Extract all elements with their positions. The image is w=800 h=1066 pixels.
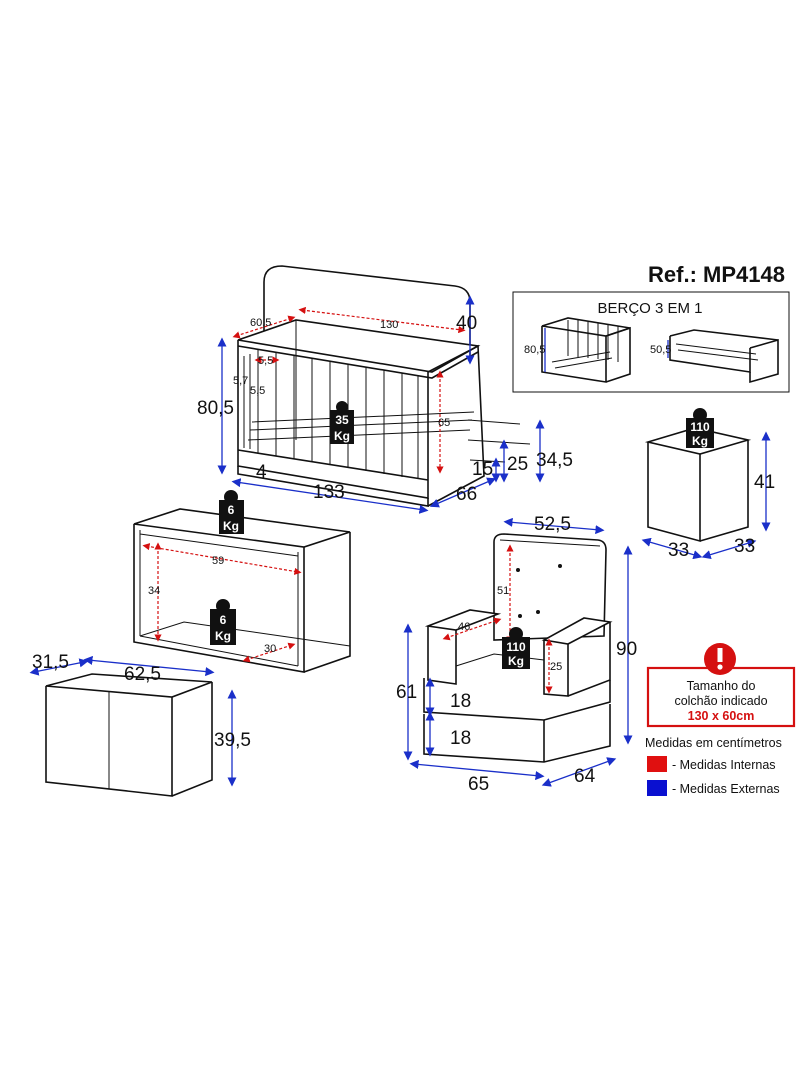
- legend-internal: - Medidas Internas: [672, 758, 776, 772]
- nightstand-width: 33: [668, 540, 689, 561]
- crib-h1: 34,5: [536, 450, 573, 471]
- svg-text:6: 6: [228, 503, 235, 517]
- armchair-seat-height: 61: [396, 682, 417, 703]
- cabinet-drawing: 31,5 62,5 39,5: [29, 652, 251, 797]
- inset-right-dim: 50,5: [650, 344, 671, 356]
- crib-top-length: 130: [380, 319, 398, 331]
- cabinet-depth: 31,5: [32, 652, 69, 673]
- notice-line1: Tamanho do: [687, 679, 756, 693]
- legend-title: Medidas em centímetros: [645, 736, 782, 750]
- nightstand-weight-badge: 110 Kg: [686, 408, 714, 448]
- armchair-top-width: 52,5: [534, 514, 571, 535]
- inset-3in1: BERÇO 3 EM 1 80,5 50,5: [512, 291, 790, 393]
- shelf-drawing: 59 34 30 6 Kg 6 Kg: [133, 490, 351, 673]
- nightstand-depth: 33: [734, 536, 755, 557]
- shelf-inner-depth: 30: [264, 643, 276, 655]
- svg-text:35: 35: [335, 413, 349, 427]
- mattress-notice: Tamanho do colchão indicado 130 x 60cm: [646, 643, 796, 728]
- armchair-cushion1: 18: [450, 691, 471, 712]
- armchair-cushion2: 18: [450, 728, 471, 749]
- legend-swatch-external: [647, 780, 667, 796]
- crib-headboard: 40: [456, 313, 477, 334]
- crib-width: 133: [313, 482, 345, 503]
- svg-text:Kg: Kg: [692, 434, 708, 448]
- shelf-inner-weight-badge: 6 Kg: [210, 599, 236, 645]
- crib-slat2: 5,7: [233, 375, 248, 387]
- armchair-arm-height: 25: [550, 661, 562, 673]
- crib-dimensions: 80,5 133 66 130 60,5 40 65 34,5 25 15 4 …: [197, 295, 573, 514]
- legend-external: - Medidas Externas: [672, 782, 780, 796]
- armchair-back-height: 51: [497, 585, 509, 597]
- shelf-inner-width: 59: [212, 555, 224, 567]
- armchair-weight-badge: 110 Kg: [502, 627, 530, 669]
- crib-h2: 25: [507, 454, 528, 475]
- crib-h3: 15: [472, 459, 493, 480]
- cabinet-width: 62,5: [124, 664, 161, 685]
- nightstand-drawing: 41 33 33 110 Kg: [641, 408, 775, 561]
- notice-line3: 130 x 60cm: [688, 709, 755, 723]
- shelf-top-weight-badge: 6 Kg: [219, 490, 244, 534]
- legend-swatch-internal: [647, 756, 667, 772]
- nightstand-height: 41: [754, 472, 775, 493]
- svg-text:110: 110: [690, 420, 710, 434]
- svg-text:Kg: Kg: [223, 519, 239, 533]
- crib-top-depth: 60,5: [250, 317, 271, 329]
- crib-slat1: 5,5: [258, 355, 273, 367]
- armchair-depth: 64: [574, 766, 596, 787]
- armchair-dimensions: 52,5 90 61 51 46 25 18 18 65 64 110 Kg: [396, 514, 637, 795]
- notice-line2: colchão indicado: [674, 694, 767, 708]
- crib-height: 80,5: [197, 398, 234, 419]
- crib-slats: [243, 349, 419, 479]
- svg-text:Kg: Kg: [215, 629, 231, 643]
- armchair-seat-depth: 46: [458, 621, 470, 633]
- armchair-total-height: 90: [616, 639, 637, 660]
- inset-title: BERÇO 3 EM 1: [597, 300, 702, 317]
- crib-inner-height: 65: [438, 417, 450, 429]
- svg-text:6: 6: [220, 613, 227, 627]
- crib-slat3: 5,5: [250, 385, 265, 397]
- crib-base: 4: [256, 462, 267, 483]
- reference-label: Ref.: MP4148: [648, 262, 785, 287]
- crib-depth: 66: [456, 484, 477, 505]
- legend: Medidas em centímetros - Medidas Interna…: [645, 736, 782, 796]
- crib-weight-badge: 35 Kg: [330, 401, 354, 444]
- shelf-inner-height: 34: [148, 585, 160, 597]
- svg-text:110: 110: [506, 640, 526, 654]
- cabinet-height: 39,5: [214, 730, 251, 751]
- svg-text:Kg: Kg: [334, 429, 350, 443]
- svg-text:Kg: Kg: [508, 654, 524, 668]
- inset-left-dim: 80,5: [524, 344, 545, 356]
- armchair-width: 65: [468, 774, 489, 795]
